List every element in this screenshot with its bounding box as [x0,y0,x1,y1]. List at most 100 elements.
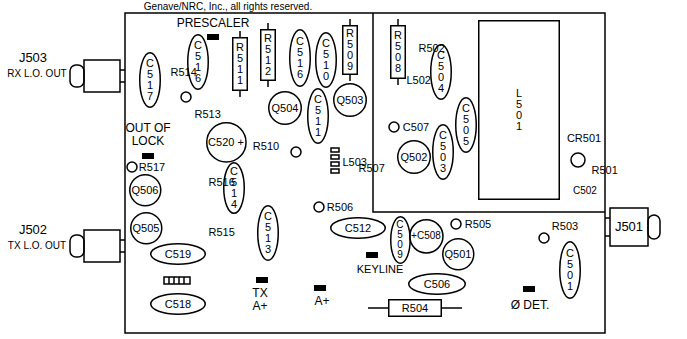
outline-ellipse [331,218,386,239]
outline-ellipse [308,89,329,144]
outline-rect [479,21,560,200]
reference-designator: R515 [209,226,220,238]
connector-lead [120,81,125,83]
reference-designator: R505 [465,218,491,230]
board-marking: TX L.O. OUT [8,240,66,251]
connector-lead [120,251,125,253]
outline-ellipse [151,244,206,265]
reference-designator: R514 [171,66,182,78]
part-designator: C516 [193,40,204,84]
resistor-lead [349,75,351,81]
outline-ellipse [129,174,160,205]
board-marking: Genave/NRC, Inc., all rights reserved. [144,1,312,12]
capacitor-body: C501 [559,241,581,299]
reference-designator: CR501 [567,132,601,144]
transistor-body: Q504 [268,91,302,125]
part-designator: R512 [263,33,274,77]
transistor-body: Q506 [129,174,162,207]
outline-ellipse [456,98,477,153]
part-designator: C520 + [208,136,244,148]
part-designator: Q506 [132,184,159,196]
connector-plug [70,65,84,87]
resistor-body: R509 [342,25,358,75]
capacitor-body: C513 [257,205,279,261]
capacitor-body: C516 [187,34,209,90]
outline-rect [389,300,442,317]
resistor-lead [397,79,399,85]
capacitor-body: C510 [315,32,337,88]
resistor-body: R508 [390,25,406,79]
capacitor-body: C514 [223,162,245,214]
reference-designator: L503 [343,156,354,168]
board-marking: A+ [314,295,329,308]
connector-body [610,208,648,246]
capacitor-body: C516 [289,29,311,87]
part-designator: C514 [229,166,240,210]
transistor-body: Q503 [333,83,367,117]
outline-rect [261,30,276,81]
part-designator: C512 [345,222,371,234]
capacitor-body: C512 [330,217,386,239]
transistor-body: Q505 [130,212,163,245]
reference-designator: J502 [19,223,47,237]
reference-designator: C507 [403,121,429,133]
outline-ellipse [433,125,454,180]
part-designator: C509 [395,220,405,260]
outline-ellipse [334,84,367,117]
coil-symbol [331,155,339,159]
solder-hole [181,92,191,102]
capacitor-body: C519 [150,243,206,265]
resistor-lead [368,307,388,309]
part-designator: R504 [402,302,428,314]
board-marking: OUT OF LOCK [122,122,174,148]
part-designator: Q502 [401,151,428,163]
coil-symbol [183,277,185,284]
reference-designator: R510 [253,140,279,152]
board-marking: Ø DET. [511,299,550,312]
capacitor-body: C503 [432,124,454,180]
solder-hole [451,219,461,229]
coil-symbol [168,277,170,284]
resistor-lead [349,19,351,25]
resistor-lead [442,307,462,309]
resistor-lead [239,31,241,37]
resistor-lead [267,23,269,29]
part-designator: C518 [165,298,191,310]
test-pad [523,286,535,292]
outline-rect [233,38,248,91]
board-marking: KEYLINE [357,263,403,275]
connector-body [84,60,120,92]
inductor-body: L501 [478,20,560,200]
transistor-body: Q502 [397,140,431,174]
part-designator: Q505 [133,222,160,234]
part-designator: C506 [424,278,450,290]
reference-designator: R503 [552,220,578,232]
board-marking: PRESCALER [177,17,250,30]
coil-symbol [164,277,190,284]
outline-ellipse [398,141,431,174]
outline-ellipse [130,212,161,243]
board-outline [125,13,605,333]
reference-designator: R516 [209,176,220,188]
part-designator: C510 [321,38,332,82]
outline-ellipse [316,33,337,88]
solder-hole [127,162,137,172]
coil-symbol [331,148,339,152]
connector-lead [605,217,610,219]
reference-designator: R507 [359,162,370,174]
solder-hole [539,233,549,243]
board-marking: RX L.O. OUT [7,68,66,79]
part-designator: C511 [313,94,324,138]
connector-lead [120,69,125,71]
reference-designator: L502 [407,74,418,86]
resistor-lead [239,91,241,97]
outline-ellipse [409,219,442,252]
part-designator: C503 [438,130,449,174]
test-pad [314,285,326,291]
reference-designator: R506 [327,201,353,213]
coil-symbol [178,277,180,284]
part-designator: R511 [235,42,246,86]
resistor-body: R511 [232,37,248,91]
reference-designator: R517 [139,161,165,173]
